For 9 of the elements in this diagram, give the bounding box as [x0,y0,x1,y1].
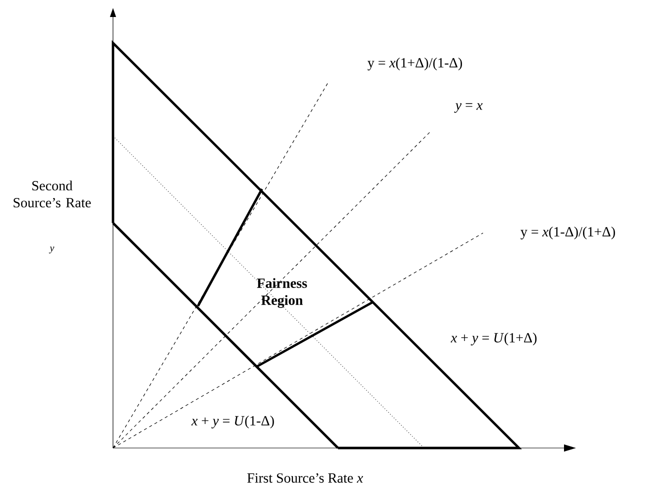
line-label: x + y = U(1-Δ) [191,416,274,428]
line-label: x + y = U(1+Δ) [450,332,537,346]
axis-label: Second Source’s Rate [14,180,91,208]
axis-label: y [48,246,54,254]
axis-label: First Source’s Rate x [247,473,364,483]
line-label: y = x(1+Δ)/(1-Δ) [368,58,462,70]
line-label: y = x [454,103,483,113]
line-label: y = x(1-Δ)/(1+Δ) [520,226,615,240]
region-label: Fairness Region [256,278,307,308]
